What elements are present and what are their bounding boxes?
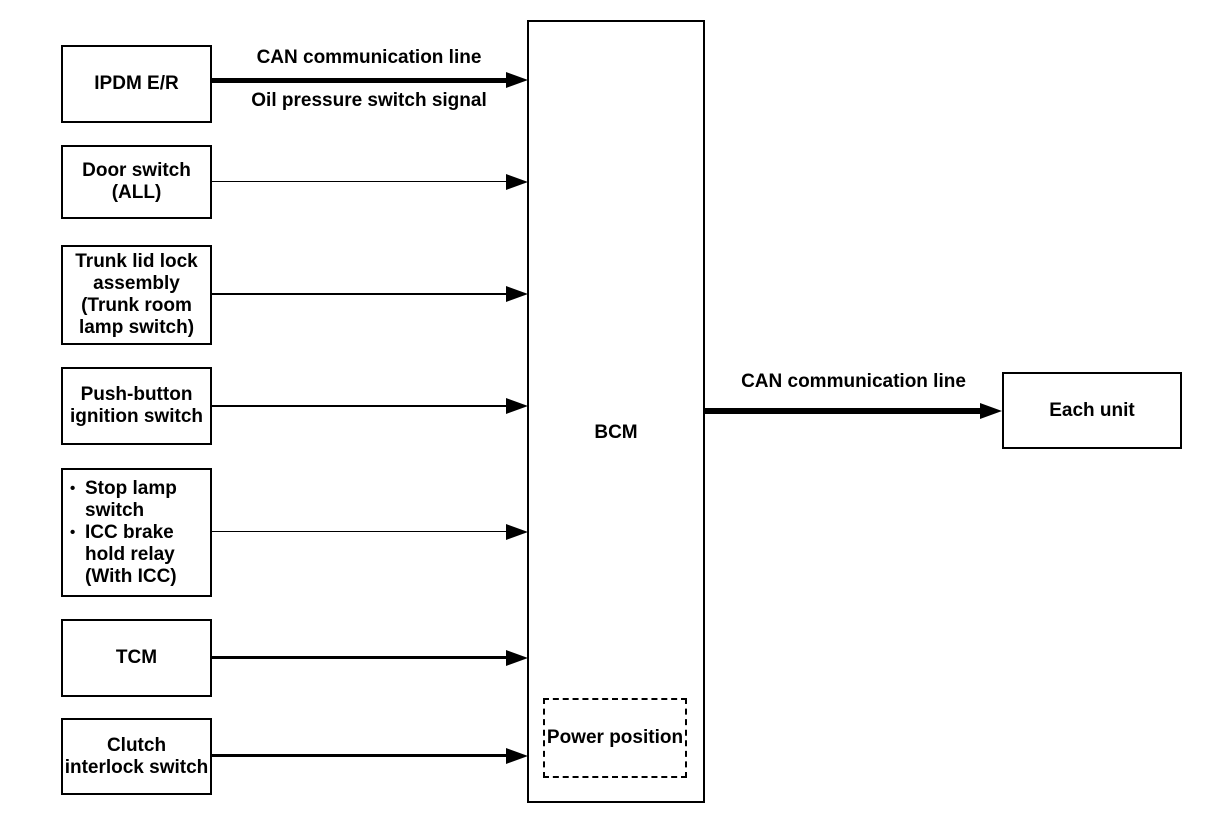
box-bcm: BCM Power position xyxy=(527,20,705,803)
box-stop-lamp-switch-icc-brake-hold-relay: • Stop lamp switch • ICC brake hold rela… xyxy=(61,468,212,597)
arrow-head-icon xyxy=(506,286,528,302)
arrow-line-clutch-interlock-to-bcm xyxy=(211,754,506,757)
bullet-icon: • xyxy=(70,479,76,497)
box-trunk-lid-lock-assembly: Trunk lid lock assembly (Trunk room lamp… xyxy=(61,245,212,345)
arrow-line-bcm-to-each-unit xyxy=(705,408,981,414)
arrow-line-stop-lamp-to-bcm xyxy=(211,531,506,532)
box-power-position: Power position xyxy=(543,698,687,778)
box-trunk-lid-lock-assembly-label: Trunk lid lock assembly (Trunk room lamp… xyxy=(75,251,198,338)
arrow-line-push-button-ignition-to-bcm xyxy=(211,405,506,407)
ipdm-arrow-label-above: CAN communication line xyxy=(256,47,482,68)
bullet-item-icc-brake-hold-relay: • ICC brake hold relay (With ICC) xyxy=(70,522,177,588)
box-power-position-label: Power position xyxy=(546,727,684,748)
box-each-unit: Each unit xyxy=(1002,372,1182,449)
arrow-head-icon xyxy=(980,403,1002,419)
box-door-switch: Door switch (ALL) xyxy=(61,145,212,219)
ipdm-arrow-label-below: Oil pressure switch signal xyxy=(251,90,487,111)
arrow-line-ipdm-to-bcm xyxy=(211,78,506,83)
arrow-line-trunk-lid-lock-to-bcm xyxy=(211,293,506,295)
box-tcm: TCM xyxy=(61,619,212,697)
arrow-line-tcm-to-bcm xyxy=(211,656,506,659)
bullet-item-stop-lamp-switch-label: Stop lamp switch xyxy=(85,477,177,521)
arrow-head-icon xyxy=(506,748,528,764)
box-push-button-ignition-switch: Push-button ignition switch xyxy=(61,367,212,445)
box-push-button-ignition-switch-label: Push-button ignition switch xyxy=(70,384,203,427)
output-arrow-label: CAN communication line xyxy=(741,371,966,392)
arrow-head-icon xyxy=(506,72,528,88)
box-door-switch-label: Door switch (ALL) xyxy=(82,160,191,203)
box-clutch-interlock-switch: Clutch interlock switch xyxy=(61,718,212,795)
box-bcm-label: BCM xyxy=(594,422,638,443)
box-ipdm-er-label: IPDM E/R xyxy=(94,73,179,94)
arrow-head-icon xyxy=(506,650,528,666)
box-clutch-interlock-switch-label: Clutch interlock switch xyxy=(64,734,209,778)
box-ipdm-er: IPDM E/R xyxy=(61,45,212,123)
arrow-head-icon xyxy=(506,524,528,540)
box-each-unit-label: Each unit xyxy=(1049,399,1135,421)
box-tcm-label: TCM xyxy=(115,647,158,668)
bullet-item-icc-brake-hold-relay-label: ICC brake hold relay (With ICC) xyxy=(85,521,177,587)
arrow-head-icon xyxy=(506,398,528,414)
arrow-line-door-switch-to-bcm xyxy=(211,181,506,182)
arrow-head-icon xyxy=(506,174,528,190)
bullet-item-stop-lamp-switch: • Stop lamp switch xyxy=(70,478,177,522)
bullet-icon: • xyxy=(70,523,76,541)
